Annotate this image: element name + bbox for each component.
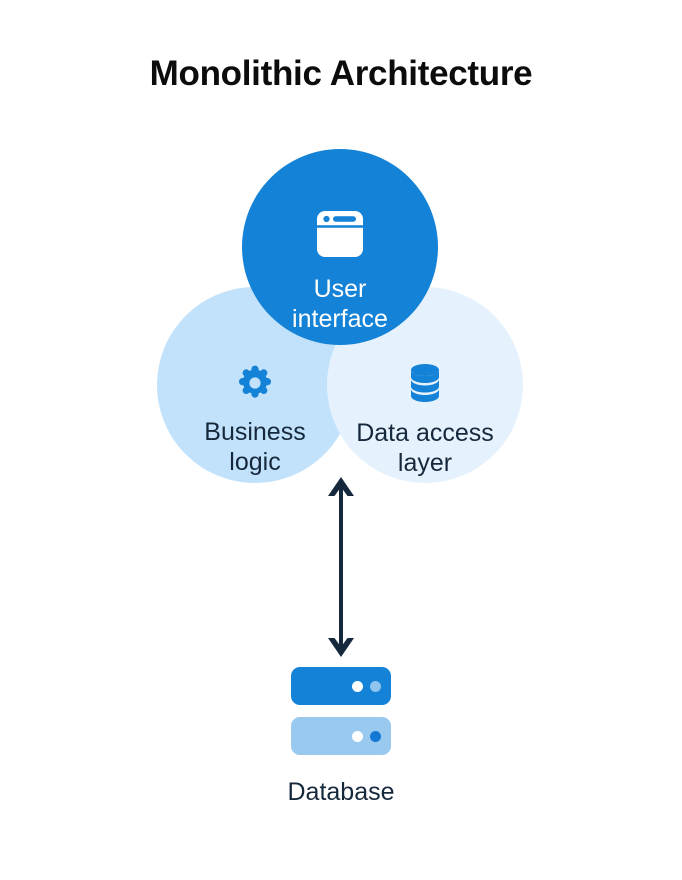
database-caption: Database	[287, 778, 395, 806]
database-cylinder-icon	[404, 361, 446, 410]
page-title: Monolithic Architecture	[149, 54, 533, 93]
window-icon	[314, 209, 366, 264]
status-dot-white	[352, 731, 363, 742]
server-bar-bottom	[291, 717, 391, 755]
status-dot-blue	[370, 731, 381, 742]
gear-icon	[234, 362, 276, 409]
node-data-access-layer-label: Data access layer	[356, 418, 494, 477]
database-server-stack[interactable]	[291, 667, 391, 755]
monolith-database-connector-arrow	[318, 476, 364, 658]
status-dot-white	[352, 681, 363, 692]
node-user-interface-content: User interface	[242, 149, 438, 369]
node-data-access-layer-content: Data access layer	[327, 287, 523, 517]
node-user-interface-label: User interface	[292, 274, 388, 333]
node-business-logic-label: Business logic	[204, 417, 306, 476]
server-bar-top	[291, 667, 391, 705]
node-business-logic-content: Business logic	[157, 287, 353, 517]
status-dot-light-blue	[370, 681, 381, 692]
node-user-interface[interactable]: User interface	[242, 149, 438, 345]
